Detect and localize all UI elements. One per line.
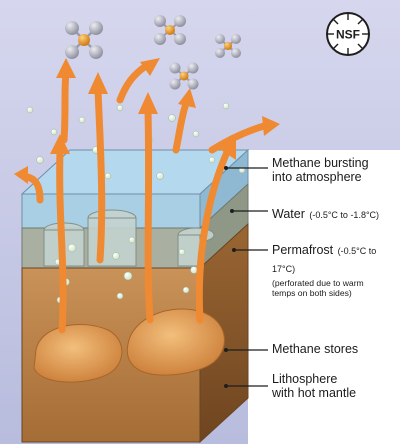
label-methane-stores: Methane stores (272, 342, 358, 356)
methane-molecule (154, 15, 186, 45)
methane-store-left (33, 323, 123, 383)
label-leader-lines (226, 167, 268, 387)
label-permafrost-note-line1: (perforated due to warm (272, 277, 364, 288)
leader-dots (224, 166, 236, 388)
arrowhead (56, 58, 76, 78)
methane-molecule (215, 34, 241, 58)
label-methane-bursting-line2: into atmosphere (272, 170, 362, 185)
bubble (112, 252, 120, 260)
leader-dot (232, 248, 236, 252)
bubble (36, 156, 44, 164)
arrowhead (138, 92, 158, 114)
label-permafrost: Permafrost (-0.5°C to 17°C) (perforated … (272, 241, 400, 298)
bubble (156, 172, 164, 180)
label-permafrost-name: Permafrost (272, 243, 334, 257)
methane-store-right (126, 308, 225, 376)
label-water-name: Water (272, 207, 305, 221)
methane-arrows (20, 62, 268, 334)
label-permafrost-note-line2: temps on both sides) (272, 288, 352, 299)
bubble (67, 243, 77, 253)
bubble (178, 248, 186, 256)
nsf-logo: NSF (326, 12, 370, 56)
methane-arrowheads (14, 58, 280, 184)
methane-molecule (169, 62, 199, 90)
leader-dot (224, 348, 228, 352)
label-lithosphere: Lithosphere with hot mantle (272, 372, 356, 401)
arrowhead (262, 116, 280, 136)
leader-dot (224, 166, 228, 170)
perforation-shaft (87, 217, 137, 267)
bubble (123, 271, 133, 281)
bubble (50, 128, 58, 136)
arrowhead (218, 136, 236, 160)
bubble (78, 116, 86, 124)
leader-dot (230, 209, 234, 213)
bubble (190, 266, 198, 274)
methane-molecule (65, 21, 103, 59)
label-lithosphere-line2: with hot mantle (272, 386, 357, 401)
label-methane-bursting-line1: Methane bursting (272, 156, 369, 170)
label-permafrost-range: (-0.5°C to 17°C) (272, 246, 377, 275)
label-methane-bursting: Methane bursting into atmosphere (272, 156, 369, 185)
nsf-logo-text: NSF (336, 28, 360, 42)
arrowhead (14, 166, 28, 184)
methane-arrow (144, 106, 154, 324)
bubble (208, 156, 216, 164)
methane-arrow (60, 70, 70, 144)
bubble (116, 292, 124, 300)
bubble (222, 102, 230, 110)
bubble (192, 130, 200, 138)
label-panel (248, 150, 400, 444)
arrowhead (88, 72, 108, 94)
label-lithosphere-line1: Lithosphere (272, 372, 338, 386)
arrowhead (50, 134, 70, 154)
bubble (26, 106, 34, 114)
label-methane-stores-text: Methane stores (272, 342, 359, 356)
methane-arrow (94, 86, 106, 264)
bubble (168, 114, 176, 122)
leader-dot (224, 384, 228, 388)
methane-arrow (116, 62, 150, 104)
bubble (104, 172, 112, 180)
bubble (116, 104, 124, 112)
arrowhead (140, 58, 160, 76)
label-water: Water (-0.5°C to -1.8°C) (272, 205, 379, 223)
permafrost-perforations (43, 209, 215, 267)
arrowhead (178, 88, 196, 108)
methane-arrow (195, 146, 232, 324)
label-water-range: (-0.5°C to -1.8°C) (309, 210, 380, 220)
bubble (128, 236, 136, 244)
methane-arrow (56, 146, 67, 334)
methane-arrow (172, 100, 190, 154)
bubble (182, 286, 190, 294)
methane-arrow (208, 122, 268, 154)
